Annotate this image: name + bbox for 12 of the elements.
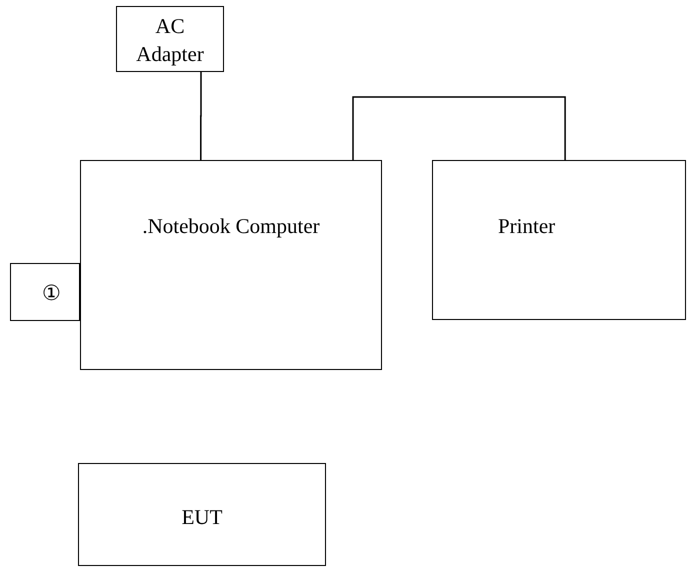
device-label: EUT bbox=[182, 505, 222, 529]
connector-line bbox=[200, 72, 202, 160]
connector-line bbox=[352, 96, 566, 160]
device-label: .Notebook Computer bbox=[142, 214, 320, 238]
device-label: ① bbox=[42, 281, 61, 305]
device-box bbox=[80, 160, 382, 370]
device-box bbox=[432, 160, 686, 320]
device-box bbox=[116, 6, 224, 72]
device-label: Printer bbox=[498, 214, 556, 238]
device-label: AC Adapter bbox=[136, 14, 204, 66]
device-box bbox=[10, 263, 80, 321]
device-box bbox=[78, 463, 326, 566]
